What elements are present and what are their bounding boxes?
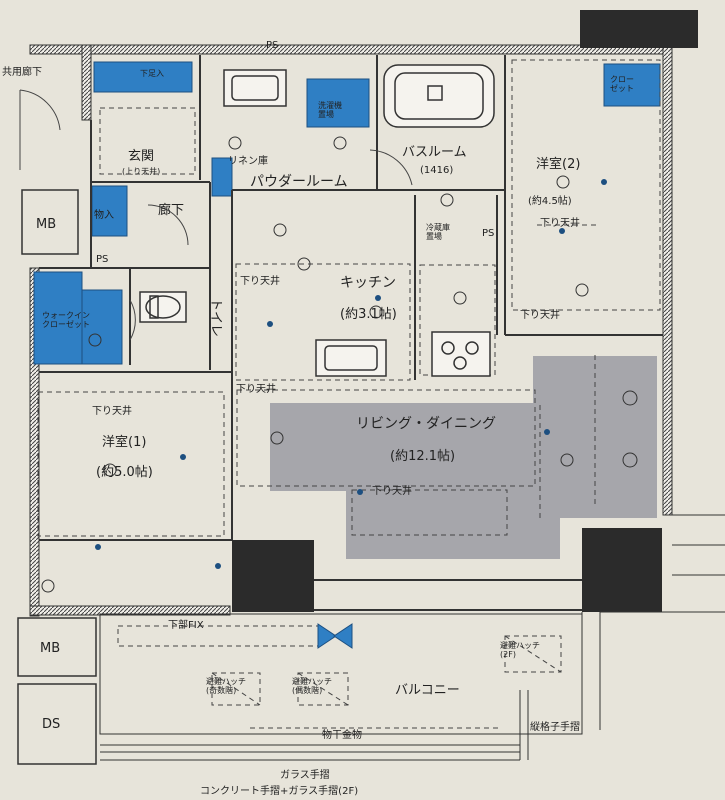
toilet-fixture	[139, 291, 187, 323]
label-corridor-common: 共用廊下	[2, 65, 42, 78]
outer-walls	[29, 44, 673, 617]
vanity	[223, 69, 287, 107]
label-entrance: 玄関	[128, 149, 154, 164]
label-walkin: ウォークインクローゼット	[42, 311, 90, 329]
storage-units	[33, 61, 661, 365]
label-lower-fix: 下部FIX	[168, 618, 204, 631]
label-corridor: 廊下	[158, 202, 184, 218]
label-toilet: トイレ	[208, 298, 223, 337]
label-living-size: (約12.1帖)	[390, 449, 455, 464]
light-fixtures	[41, 136, 638, 593]
label-ceiling-down-4: 下り天井	[372, 484, 412, 497]
label-mb-bottom: MB	[40, 641, 60, 656]
bathtub	[383, 64, 495, 128]
label-bath: バスルーム	[402, 145, 467, 160]
label-fridge: 冷蔵庫置場	[426, 222, 450, 241]
label-mb-top: MB	[36, 217, 56, 232]
label-entrance-sub: (上り天井)	[122, 166, 160, 176]
label-vertical-rail: 縦格子手摺	[530, 720, 580, 733]
label-kitchen: キッチン	[340, 275, 396, 291]
label-ps-top: PS	[266, 40, 278, 51]
label-evac3: 避難ハッチ(2F)	[500, 640, 540, 659]
label-drying: 物干金物	[322, 728, 362, 741]
label-ps-kitchen: PS	[482, 228, 494, 239]
partition-walls	[39, 55, 663, 611]
label-powder: パウダールーム	[250, 174, 348, 190]
label-room2: 洋室(2)	[536, 156, 580, 172]
label-ds: DS	[42, 717, 60, 732]
label-washer: 洗濯機置場	[318, 100, 342, 119]
label-living: リビング・ダイニング	[356, 416, 496, 432]
label-linen: リネン庫	[228, 154, 268, 167]
shutoff-valve	[317, 623, 353, 649]
mb-ds-boxes	[17, 189, 97, 765]
label-closet: クローゼット	[610, 75, 634, 93]
living-dining-area	[270, 356, 657, 559]
label-concrete-rail: コンクリート手摺+ガラス手摺(2F)	[200, 784, 358, 797]
concrete-columns	[232, 10, 698, 612]
label-room1: 洋室(1)	[102, 434, 146, 450]
label-ceiling-down-5: 下り天井	[520, 308, 560, 321]
door-swings	[19, 89, 413, 341]
kitchen-fixtures	[315, 331, 491, 377]
label-bath-size: (1416)	[420, 165, 453, 176]
label-balcony: バルコニー	[395, 683, 460, 698]
label-ceiling-down-3: 下り天井	[92, 404, 132, 417]
label-ceiling-down-6: 下り天井	[540, 216, 580, 229]
balcony-structure	[99, 514, 725, 761]
label-evac1: 避難ハッチ(奇数階)	[206, 676, 246, 695]
ceiling-dashed-lines	[37, 59, 661, 537]
label-shoe-box: 下足入	[140, 69, 164, 78]
label-ps-entry: PS	[96, 254, 108, 265]
label-evac2: 避難ハッチ(偶数階)	[292, 676, 332, 695]
label-room1-size: (約5.0帖)	[96, 465, 153, 480]
label-storage: 物入	[94, 208, 114, 221]
label-ceiling-down-1: 下り天井	[240, 274, 280, 287]
room-labels: 共用廊下 MB PS PS PS 下足入 玄関 (上り天井) 物入 廊下 ウォー…	[2, 40, 634, 797]
label-room2-size: (約4.5帖)	[528, 194, 572, 207]
label-kitchen-size: (約3.1帖)	[340, 307, 397, 322]
label-glass-rail: ガラス手摺	[280, 768, 330, 781]
outlet-dots	[95, 179, 607, 569]
label-ceiling-down-2: 下り天井	[236, 382, 276, 395]
